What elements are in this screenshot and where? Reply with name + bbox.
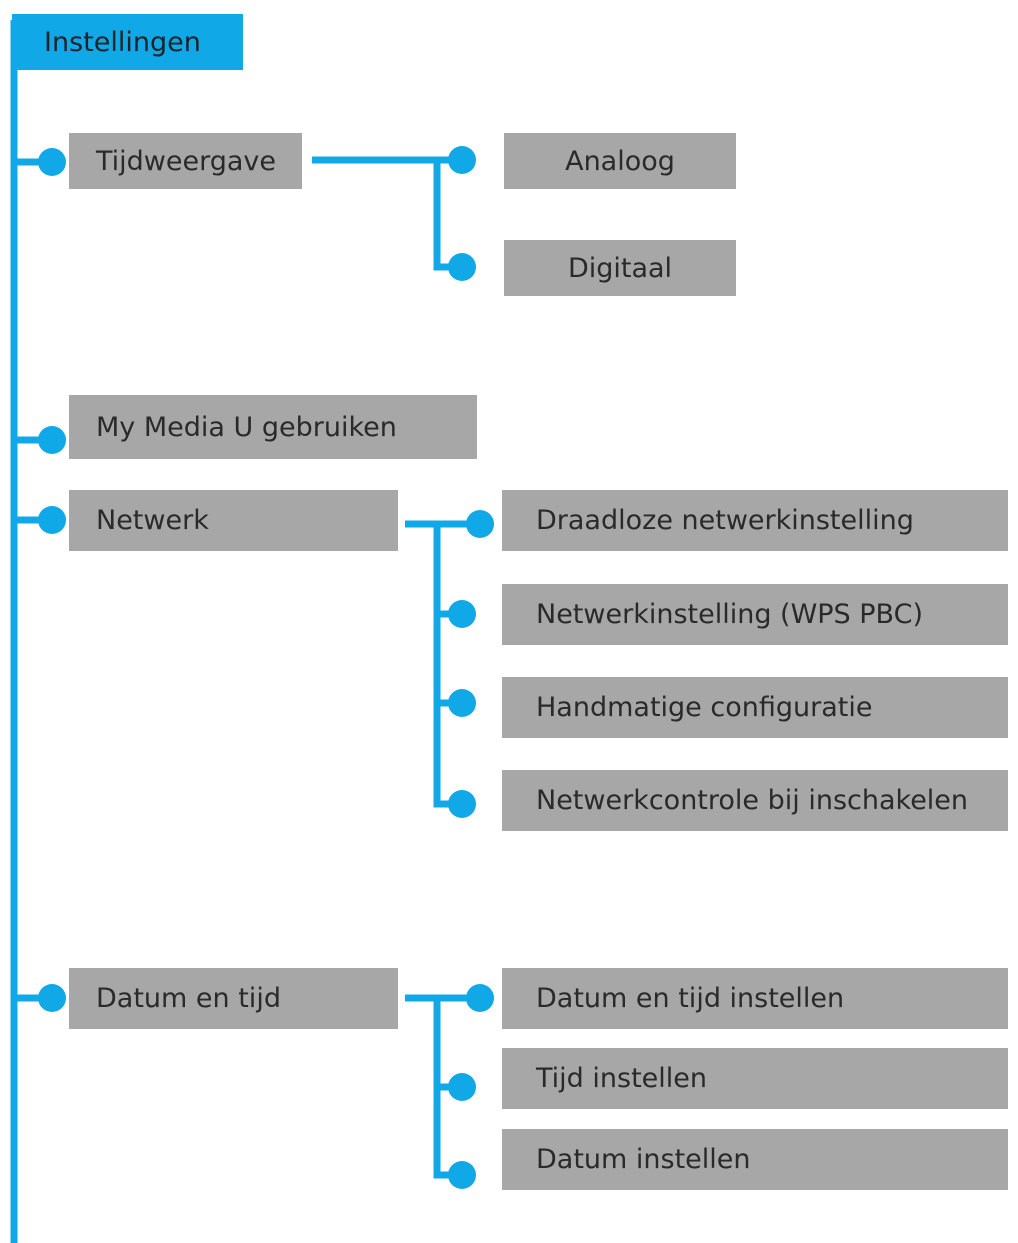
node-dot-analoog bbox=[448, 146, 476, 174]
submenu-item-handmatige-configuratie[interactable]: Handmatige configuratie bbox=[502, 677, 1008, 738]
node-dot-datum-instellen bbox=[448, 1161, 476, 1189]
node-dot-wps bbox=[448, 600, 476, 628]
root-node-label: Instellingen bbox=[44, 26, 201, 58]
node-dot-netwerkcontrole bbox=[448, 790, 476, 818]
submenu-item-label: Draadloze netwerkinstelling bbox=[536, 505, 914, 536]
menu-item-label: Datum en tijd bbox=[96, 983, 281, 1014]
node-dot-mymedia bbox=[38, 426, 66, 454]
submenu-item-label: Datum instellen bbox=[536, 1144, 751, 1175]
root-node-instellingen[interactable]: Instellingen bbox=[12, 14, 243, 70]
menu-item-label: Tijdweergave bbox=[96, 145, 277, 177]
menu-item-label: My Media U gebruiken bbox=[96, 411, 397, 443]
submenu-item-label: Netwerkinstelling (WPS PBC) bbox=[536, 599, 923, 630]
menu-item-tijdweergave[interactable]: Tijdweergave bbox=[69, 133, 302, 189]
sub-bracket-netwerk bbox=[433, 524, 462, 808]
submenu-item-label: Digitaal bbox=[567, 252, 673, 284]
sub-bracket-tijdweergave bbox=[433, 160, 462, 271]
submenu-item-digitaal[interactable]: Digitaal bbox=[504, 240, 736, 296]
submenu-item-draadloze-netwerkinstelling[interactable]: Draadloze netwerkinstelling bbox=[502, 490, 1008, 551]
submenu-item-label: Datum en tijd instellen bbox=[536, 983, 845, 1014]
submenu-item-netwerkinstelling-wps[interactable]: Netwerkinstelling (WPS PBC) bbox=[502, 584, 1008, 645]
node-dot-tijd-instellen bbox=[448, 1073, 476, 1101]
node-dot-handmatige bbox=[448, 689, 476, 717]
menu-item-my-media-u[interactable]: My Media U gebruiken bbox=[69, 395, 477, 459]
node-dot-datum-tijd-instellen bbox=[466, 984, 494, 1012]
submenu-item-datum-instellen[interactable]: Datum instellen bbox=[502, 1129, 1008, 1190]
node-dot-datum bbox=[38, 984, 66, 1012]
node-dot-digitaal bbox=[448, 253, 476, 281]
submenu-item-netwerkcontrole[interactable]: Netwerkcontrole bij inschakelen bbox=[502, 770, 1008, 831]
submenu-item-label: Netwerkcontrole bij inschakelen bbox=[536, 785, 969, 816]
submenu-item-label: Tijd instellen bbox=[536, 1063, 707, 1094]
menu-item-datum-en-tijd[interactable]: Datum en tijd bbox=[69, 968, 398, 1029]
submenu-item-label: Handmatige configuratie bbox=[536, 692, 873, 723]
submenu-item-tijd-instellen[interactable]: Tijd instellen bbox=[502, 1048, 1008, 1109]
node-dot-draadloze bbox=[466, 510, 494, 538]
node-dot-tijdweergave bbox=[38, 148, 66, 176]
submenu-item-label: Analoog bbox=[565, 145, 675, 177]
submenu-item-analoog[interactable]: Analoog bbox=[504, 133, 736, 189]
menu-item-label: Netwerk bbox=[96, 505, 209, 536]
submenu-item-datum-en-tijd-instellen[interactable]: Datum en tijd instellen bbox=[502, 968, 1008, 1029]
node-dot-netwerk bbox=[38, 506, 66, 534]
menu-item-netwerk[interactable]: Netwerk bbox=[69, 490, 398, 551]
